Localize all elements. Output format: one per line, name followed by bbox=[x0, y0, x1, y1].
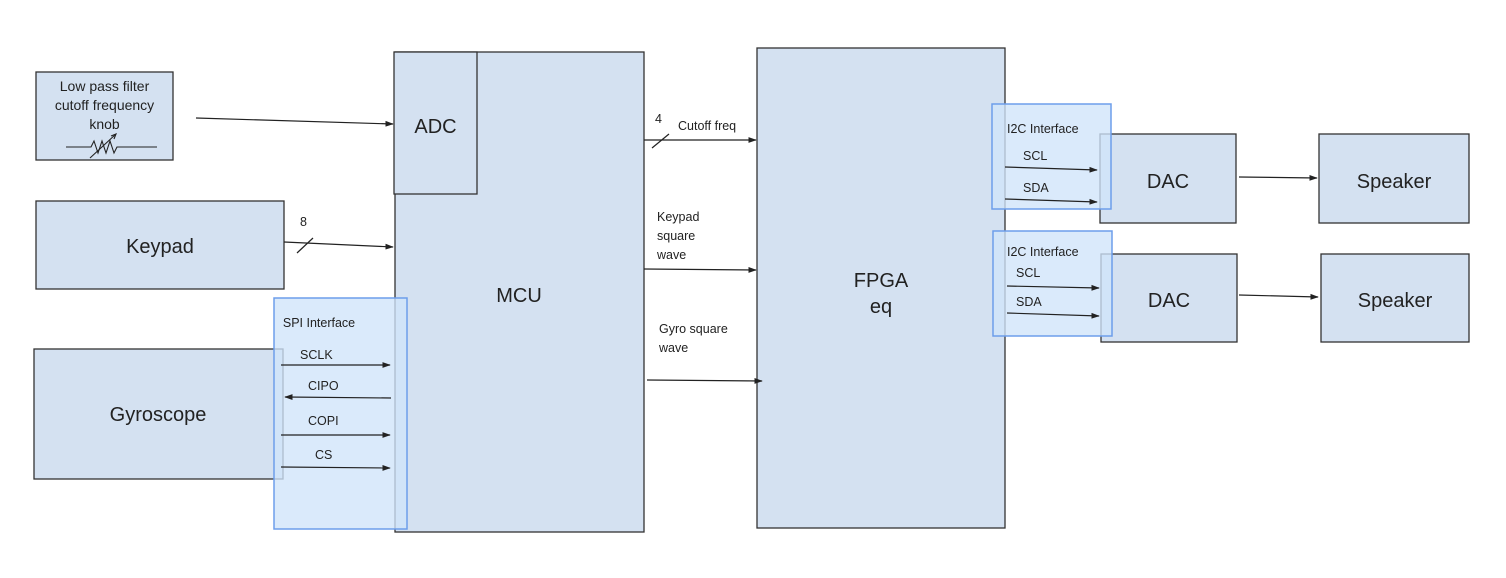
i2c-top-box bbox=[991, 103, 1112, 210]
fpga-label-line1: FPGA bbox=[854, 270, 909, 292]
keypad-wave-label-line3: wave bbox=[656, 248, 686, 262]
spi-cs-arrow bbox=[280, 464, 391, 471]
mcu-label: MCU bbox=[496, 285, 542, 307]
i2c-bottom-scl-label: SCL bbox=[1016, 266, 1040, 280]
cutoff-freq-label: Cutoff freq bbox=[678, 119, 736, 133]
spi-signal-copi-label: COPI bbox=[308, 414, 339, 428]
i2c-top-title: I2C Interface bbox=[1007, 122, 1079, 136]
fpga-box bbox=[756, 47, 1006, 529]
i2c-bottom-scl-arrow bbox=[1006, 284, 1100, 291]
keypad-wave-label-line1: Keypad bbox=[657, 210, 699, 224]
speaker-top-block: Speaker bbox=[1318, 133, 1470, 224]
dac-top-label: DAC bbox=[1147, 171, 1189, 193]
keypad-wave-label-line2: square bbox=[657, 229, 695, 243]
spi-interface: SPI Interface SCLK CIPO COPI CS bbox=[273, 297, 408, 530]
variable-resistor-icon bbox=[66, 133, 157, 159]
keypad-bus-width: 8 bbox=[300, 215, 307, 229]
i2c-bottom-sda-label: SDA bbox=[1016, 295, 1042, 309]
i2c-top-sda-label: SDA bbox=[1023, 181, 1049, 195]
gyroscope-label: Gyroscope bbox=[110, 404, 207, 426]
gyro-wave-label-line1: Gyro square bbox=[659, 322, 728, 336]
knob-to-adc-connection bbox=[195, 117, 394, 127]
dac-to-speaker-top-arrow bbox=[1238, 174, 1318, 181]
speaker-top-box bbox=[1318, 133, 1470, 224]
i2c-interface-bottom: I2C Interface SCL SDA bbox=[992, 230, 1113, 337]
keypad-label: Keypad bbox=[126, 236, 194, 258]
i2c-top-scl-arrow bbox=[1004, 166, 1098, 173]
lpf-knob-block: Low pass filter cutoff frequency knob bbox=[35, 71, 174, 161]
cutoff-bus-slash-icon bbox=[651, 133, 670, 149]
spi-interface-title: SPI Interface bbox=[283, 316, 355, 330]
keypad-to-mcu-connection: 8 bbox=[283, 215, 394, 254]
keypad-block: Keypad bbox=[35, 200, 285, 290]
adc-box bbox=[393, 51, 478, 195]
spi-signal-sclk-label: SCLK bbox=[300, 348, 333, 362]
speaker-top-label: Speaker bbox=[1357, 171, 1432, 193]
spi-signal-cipo-label: CIPO bbox=[308, 379, 339, 393]
gyro-wave-arrow bbox=[646, 377, 763, 384]
dac-to-speaker-top-connection bbox=[1238, 174, 1318, 181]
adc-block: ADC bbox=[393, 51, 478, 195]
dac-to-speaker-bottom-connection bbox=[1238, 293, 1319, 300]
dac-top-box bbox=[1099, 133, 1237, 224]
i2c-top-sda-arrow bbox=[1004, 198, 1098, 205]
i2c-interface-top: I2C Interface SCL SDA bbox=[991, 103, 1112, 210]
spi-signal-cs-label: CS bbox=[315, 448, 332, 462]
dac-to-speaker-bottom-arrow bbox=[1238, 293, 1319, 300]
keypad-to-mcu-arrow bbox=[283, 241, 394, 250]
dac-bottom-box bbox=[1100, 253, 1238, 343]
fpga-label-line2: eq bbox=[870, 296, 892, 318]
speaker-bottom-label: Speaker bbox=[1358, 290, 1433, 312]
dac-bottom-label: DAC bbox=[1148, 290, 1190, 312]
gyro-wave-connection: Gyro square wave bbox=[646, 322, 763, 384]
i2c-bottom-title: I2C Interface bbox=[1007, 245, 1079, 259]
dac-bottom-block: DAC bbox=[1100, 253, 1238, 343]
gyroscope-box bbox=[33, 348, 284, 480]
spi-cipo-arrow bbox=[284, 394, 392, 401]
knob-to-adc-arrow bbox=[195, 117, 394, 127]
keypad-box bbox=[35, 200, 285, 290]
i2c-bottom-sda-arrow bbox=[1006, 312, 1100, 319]
keypad-wave-connection: Keypad square wave bbox=[643, 210, 757, 273]
keypad-wave-arrow bbox=[643, 266, 757, 273]
speaker-bottom-box bbox=[1320, 253, 1470, 343]
cutoff-bus-width: 4 bbox=[655, 112, 662, 126]
speaker-bottom-block: Speaker bbox=[1320, 253, 1470, 343]
i2c-top-scl-label: SCL bbox=[1023, 149, 1047, 163]
lpf-knob-label-line3: knob bbox=[89, 116, 120, 132]
spi-interface-box bbox=[273, 297, 408, 530]
gyroscope-block: Gyroscope bbox=[33, 348, 284, 480]
cutoff-freq-connection: 4 Cutoff freq bbox=[644, 112, 757, 149]
keypad-bus-slash-icon bbox=[296, 237, 314, 254]
lpf-knob-label-line1: Low pass filter bbox=[60, 78, 150, 94]
fpga-block: FPGA eq bbox=[756, 47, 1006, 529]
adc-label: ADC bbox=[414, 116, 456, 138]
dac-top-block: DAC bbox=[1099, 133, 1237, 224]
gyro-wave-label-line2: wave bbox=[658, 341, 688, 355]
lpf-knob-label-line2: cutoff frequency bbox=[55, 97, 154, 113]
